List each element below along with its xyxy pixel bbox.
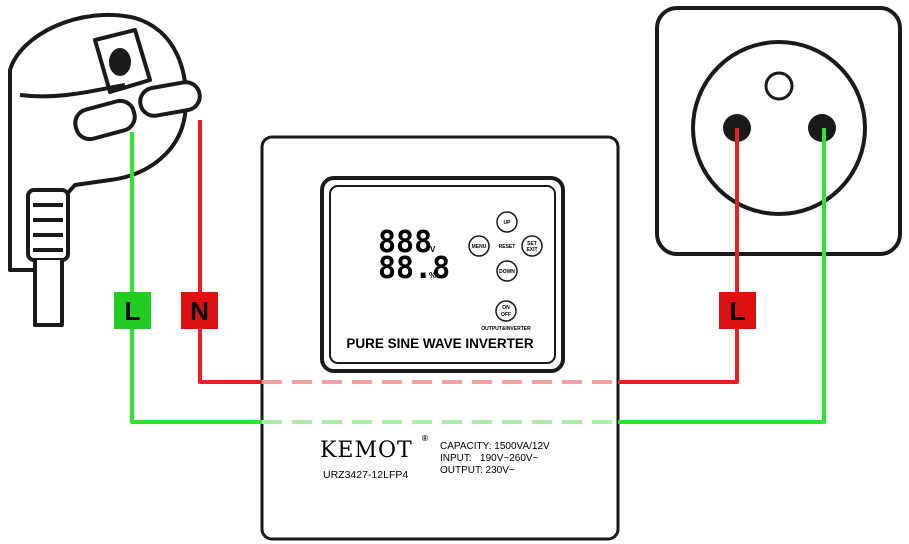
up-button[interactable]: UP (496, 211, 518, 233)
wire-tag-plug-neutral: N (181, 292, 218, 329)
svg-text:SET: SET (527, 241, 537, 247)
socket-red-wire (618, 128, 739, 384)
brand-logo: KEMOT (320, 438, 413, 463)
display-top-value: 888 (378, 225, 432, 260)
display-top-unit: V (430, 245, 436, 254)
socket-green-wire (618, 128, 826, 424)
lcd-display: 888 V 88.8 % (378, 225, 450, 286)
power-caption: OUTPUT&INVERTER (481, 326, 531, 332)
display-bottom-unit: % (429, 271, 436, 280)
plug-live-wire (130, 132, 262, 424)
menu-button[interactable]: MENU (468, 235, 490, 257)
down-button[interactable]: DOWN (496, 260, 518, 282)
panel-title: PURE SINE WAVE INVERTER (346, 336, 534, 351)
set-exit-button[interactable]: SET EXIT (521, 235, 543, 257)
euro-plug-icon (8, 12, 202, 327)
power-button[interactable]: ON OFF (495, 300, 517, 322)
model-number: URZ3427-12LFP4 (323, 469, 408, 481)
brand-mark: ® (422, 434, 428, 443)
svg-text:ON: ON (502, 305, 510, 311)
control-buttons: UP MENU RESET SET EXIT DOWN ON OFF OUTPU… (468, 211, 543, 332)
french-socket-icon (655, 6, 902, 256)
plug-neutral-wire (198, 120, 262, 384)
spec-output: OUTPUT: 230V~ (440, 465, 515, 476)
wire-tag-plug-live: L (114, 292, 151, 329)
svg-text:N: N (190, 296, 209, 326)
svg-text:OFF: OFF (501, 312, 511, 318)
svg-text:MENU: MENU (472, 244, 487, 250)
wires (130, 120, 826, 424)
svg-text:DOWN: DOWN (499, 269, 515, 275)
display-bottom-value: 88.8 (378, 251, 450, 286)
svg-text:L: L (730, 296, 746, 326)
svg-text:L: L (125, 296, 141, 326)
reset-label: RESET (499, 244, 516, 250)
spec-input: INPUT: 190V~260V~ (440, 453, 539, 464)
nameplate: KEMOT ® URZ3427-12LFP4 CAPACITY: 1500VA/… (320, 434, 550, 481)
svg-text:EXIT: EXIT (526, 247, 537, 253)
wire-tag-socket-live: L (719, 292, 756, 329)
svg-text:UP: UP (504, 220, 512, 226)
spec-capacity: CAPACITY: 1500VA/12V (440, 441, 550, 452)
